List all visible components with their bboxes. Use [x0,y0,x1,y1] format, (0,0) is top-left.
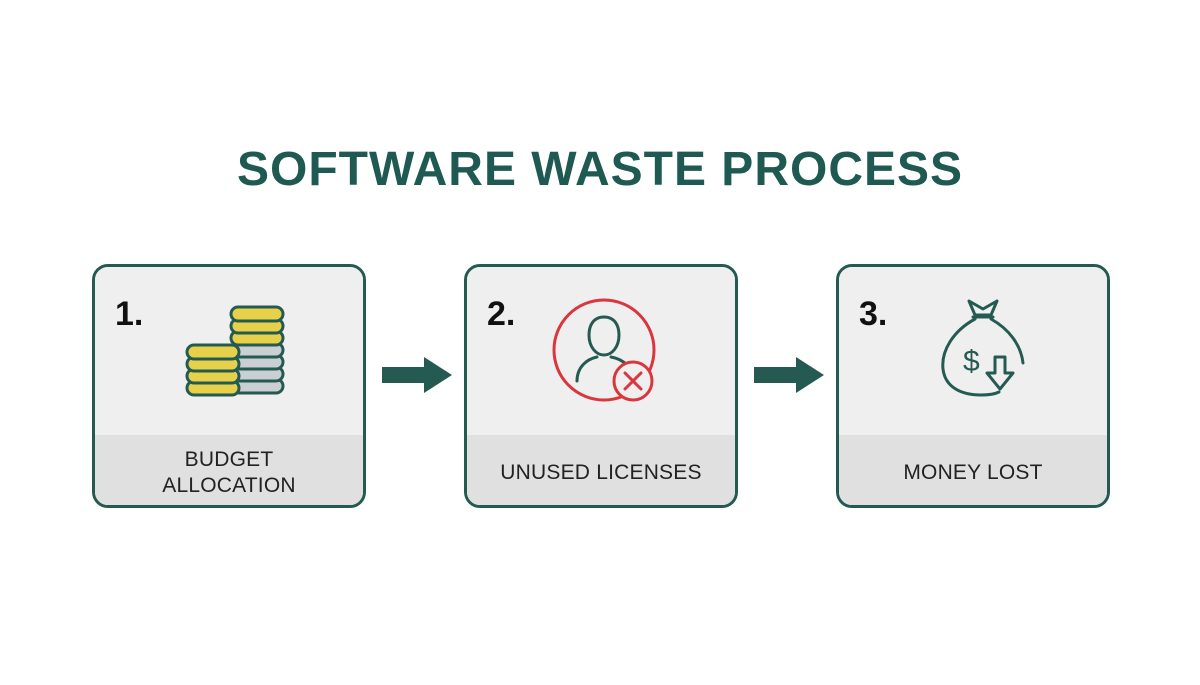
step-label: UNUSED LICENSES [500,460,702,484]
step-card-unused-licenses: 2. UNUSED LICENSES [464,264,738,508]
step-card-budget-allocation: 1. BUDGET ALLOCATI [92,264,366,508]
arrow-right-icon [382,357,452,393]
page-title: SOFTWARE WASTE PROCESS [236,143,964,196]
arrow-right-icon [754,357,824,393]
user-cancel-icon [552,298,656,402]
card-footer: UNUSED LICENSES [467,435,735,505]
card-top [467,267,735,435]
card-footer: BUDGET ALLOCATION [95,435,363,505]
money-bag-down-icon: $ [941,299,1025,397]
step-label: BUDGET ALLOCATION [162,447,296,497]
step-number: 2. [487,295,516,333]
step-number: 3. [859,295,888,333]
card-footer: MONEY LOST [839,435,1107,505]
coin-stacks-icon [185,305,285,397]
card-top [839,267,1107,435]
step-card-money-lost: 3. $ MONEY LOST [836,264,1110,508]
svg-text:$: $ [963,345,980,378]
step-number: 1. [115,295,144,333]
step-label: MONEY LOST [903,460,1043,484]
